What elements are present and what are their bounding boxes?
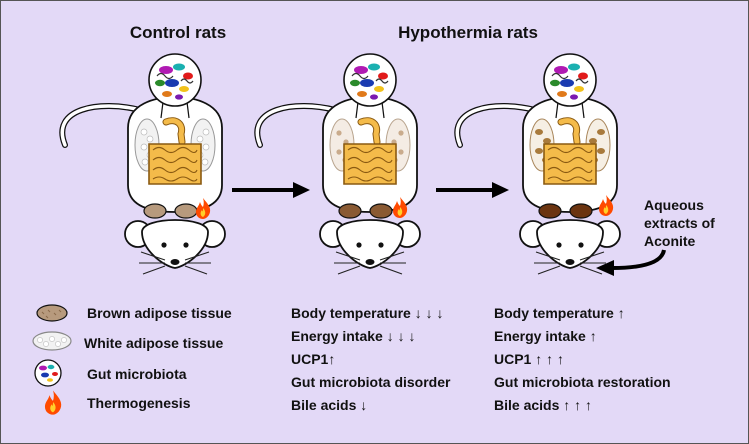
hypothermia-effects-list: Body temperature ↓ ↓ ↓ Energy intake ↓ ↓… (291, 305, 451, 413)
aconite-label-line2: extracts of (644, 215, 715, 231)
aconite-effect-body-temperature: Body temperature ↑ (494, 305, 625, 321)
brown-adipose-icon (36, 304, 68, 322)
aconite-effects-list: Body temperature ↑ Energy intake ↑ UCP1 … (494, 305, 671, 413)
legend-label-gut-microbiota: Gut microbiota (87, 366, 187, 382)
aconite-effect-bile-acids: Bile acids ↑ ↑ ↑ (494, 397, 592, 413)
arrow-control-to-hypothermia (232, 182, 310, 198)
hypo-effect-body-temperature: Body temperature ↓ ↓ ↓ (291, 305, 443, 321)
arrow-hypothermia-to-aconite (436, 182, 509, 198)
legend-label-white-adipose: White adipose tissue (84, 335, 223, 351)
hypo-effect-ucp1: UCP1↑ (291, 351, 335, 367)
hypo-effect-energy-intake: Energy intake ↓ ↓ ↓ (291, 328, 415, 344)
hypo-effect-bile-acids: Bile acids ↓ (291, 397, 367, 413)
aconite-effect-energy-intake: Energy intake ↑ (494, 328, 597, 344)
aconite-label-line1: Aqueous (644, 197, 704, 213)
rat-control (59, 53, 226, 275)
header-control-rats: Control rats (130, 23, 226, 42)
aconite-effect-ucp1: UCP1 ↑ ↑ ↑ (494, 351, 564, 367)
header-hypothermia-rats: Hypothermia rats (398, 23, 538, 42)
legend-label-brown-adipose: Brown adipose tissue (87, 305, 232, 321)
rat-aconite (454, 53, 621, 275)
legend: Brown adipose tissue White adipose tissu… (32, 304, 232, 415)
legend-label-thermogenesis: Thermogenesis (87, 395, 191, 411)
flame-icon (44, 390, 62, 415)
rat-hypothermia (254, 53, 421, 275)
aconite-label-line3: Aconite (644, 233, 696, 249)
aconite-feeding-arrow (596, 249, 666, 276)
gut-microbiota-icon (34, 359, 62, 387)
white-adipose-icon (32, 331, 72, 351)
hypo-effect-gut-microbiota: Gut microbiota disorder (291, 374, 451, 390)
aconite-effect-gut-microbiota: Gut microbiota restoration (494, 374, 671, 390)
